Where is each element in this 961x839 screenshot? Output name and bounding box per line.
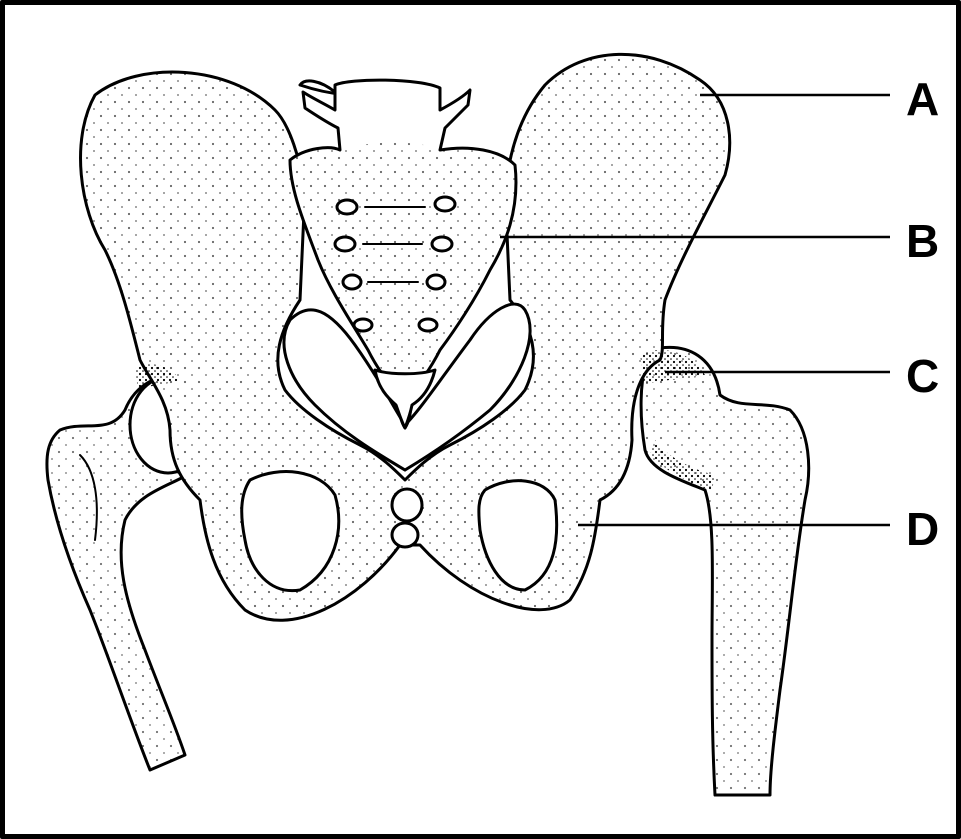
right-femur [641,347,809,795]
label-a: A [906,76,939,122]
label-b: B [906,218,939,264]
label-d: D [906,506,939,552]
label-c: C [906,353,939,399]
